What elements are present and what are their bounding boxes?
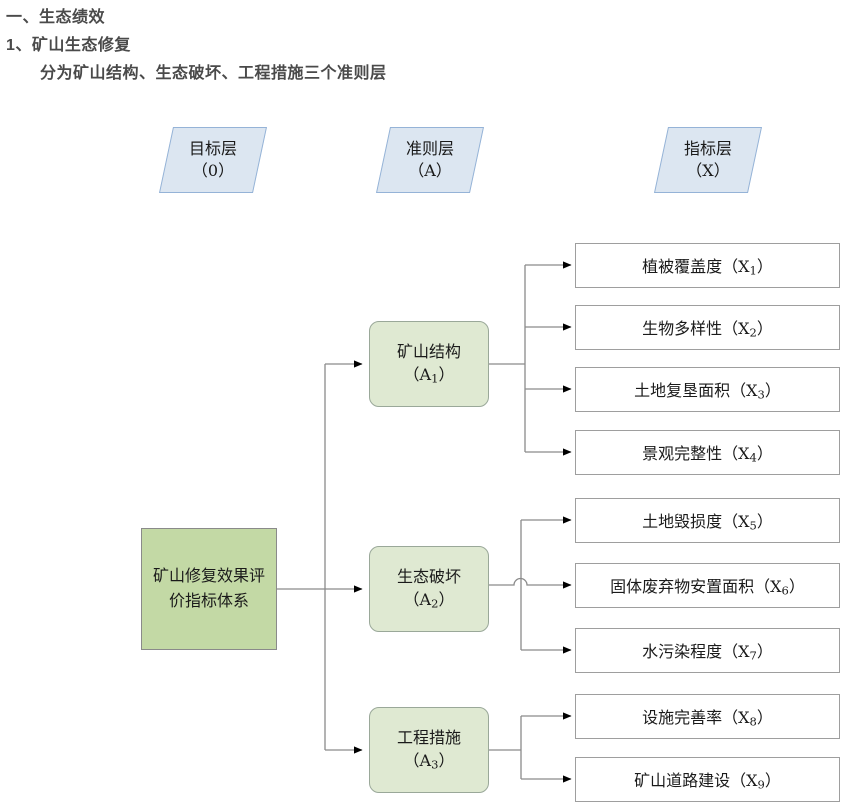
criterion-node-A2-label: 生态破坏 <box>396 567 461 587</box>
indicator-node-X1-label: 植被覆盖度（X1） <box>642 257 773 278</box>
layer-header-indicator: 指标层 （X） <box>653 127 763 193</box>
layer-header-criteria-title: 准则层 <box>405 139 454 159</box>
edge-A2-X6 <box>489 577 572 589</box>
layer-header-goal-title: 目标层 <box>188 139 237 159</box>
criterion-node-A3[interactable]: 工程措施 （A3） <box>369 707 489 793</box>
heading-block: 一、生态绩效 1、矿山生态修复 分为矿山结构、生态破坏、工程措施三个准则层 <box>0 0 850 88</box>
indicator-node-X2-label: 生物多样性（X2） <box>642 319 773 340</box>
indicator-node-X8-label: 设施完善率（X8） <box>642 708 773 729</box>
indicator-node-X5-label: 土地毁损度（X5） <box>642 512 773 533</box>
indicator-node-X8[interactable]: 设施完善率（X8） <box>575 694 840 739</box>
layer-header-indicator-title: 指标层 <box>683 139 732 159</box>
indicator-node-X1[interactable]: 植被覆盖度（X1） <box>575 243 840 288</box>
criterion-node-A1-label: 矿山结构 <box>396 342 461 362</box>
criterion-node-A3-label: 工程措施 <box>396 728 461 748</box>
criterion-node-A1-code: （A1） <box>403 365 455 387</box>
criterion-node-A1[interactable]: 矿山结构 （A1） <box>369 321 489 407</box>
indicator-node-X7-label: 水污染程度（X7） <box>642 642 773 663</box>
goal-node-label: 矿山修复效果评价指标体系 <box>152 566 265 610</box>
indicator-node-X4-label: 景观完整性（X4） <box>642 444 773 465</box>
indicator-node-X2[interactable]: 生物多样性（X2） <box>575 305 840 350</box>
indicator-node-X6-label: 固体废弃物安置面积（X6） <box>610 577 805 598</box>
indicator-node-X6[interactable]: 固体废弃物安置面积（X6） <box>575 563 840 608</box>
heading-subsection: 1、矿山生态修复 <box>6 37 131 54</box>
layer-header-criteria-code: （A） <box>408 161 452 180</box>
criterion-node-A3-code: （A3） <box>403 751 455 773</box>
layer-header-goal: 目标层 （0） <box>158 127 268 193</box>
goal-node[interactable]: 矿山修复效果评价指标体系 <box>141 528 277 650</box>
layer-header-indicator-code: （X） <box>686 161 730 180</box>
indicator-node-X9-label: 矿山道路建设（X9） <box>634 771 781 792</box>
indicator-node-X3-label: 土地复垦面积（X3） <box>634 381 781 402</box>
heading-section: 一、生态绩效 <box>6 9 106 26</box>
indicator-node-X4[interactable]: 景观完整性（X4） <box>575 430 840 475</box>
indicator-node-X9[interactable]: 矿山道路建设（X9） <box>575 757 840 802</box>
indicator-node-X5[interactable]: 土地毁损度（X5） <box>575 498 840 543</box>
criterion-node-A2[interactable]: 生态破坏 （A2） <box>369 546 489 632</box>
heading-description: 分为矿山结构、生态破坏、工程措施三个准则层 <box>40 65 387 82</box>
criterion-node-A2-code: （A2） <box>403 590 455 612</box>
layer-header-goal-code: （0） <box>191 161 235 180</box>
layer-header-criteria: 准则层 （A） <box>375 127 485 193</box>
indicator-node-X3[interactable]: 土地复垦面积（X3） <box>575 367 840 412</box>
indicator-node-X7[interactable]: 水污染程度（X7） <box>575 628 840 673</box>
